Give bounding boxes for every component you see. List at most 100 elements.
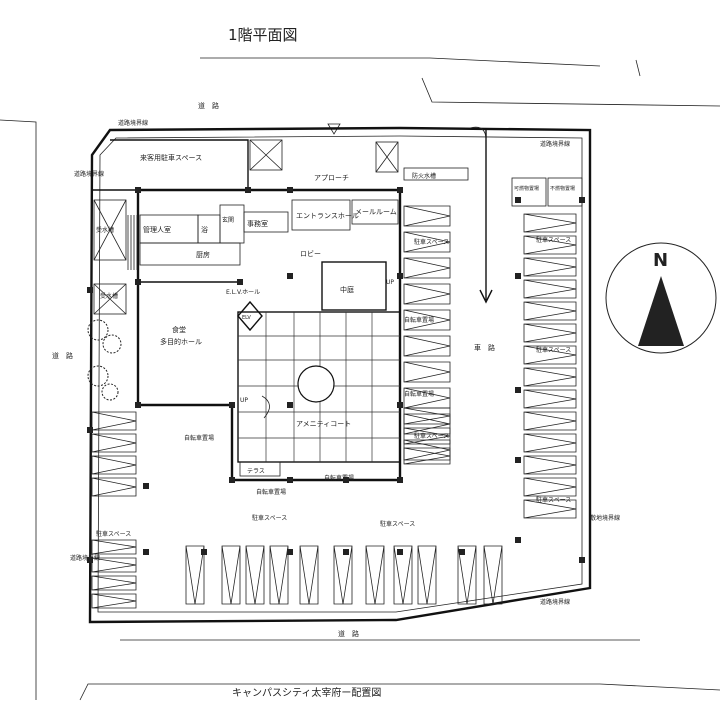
column-marker <box>201 549 207 555</box>
column-marker <box>135 187 141 193</box>
amenity-court-label: アメニティコート <box>296 420 351 428</box>
north-compass: N <box>605 242 717 354</box>
column-marker <box>343 477 349 483</box>
parking-stall <box>91 477 137 497</box>
column-marker <box>287 273 293 279</box>
parking-stall <box>403 283 451 305</box>
column-marker <box>287 477 293 483</box>
column-marker <box>397 549 403 555</box>
parking-stall <box>523 257 577 277</box>
parking-label-1: 駐車スペース <box>414 238 449 246</box>
elv-label: ELV <box>242 315 251 321</box>
parking-stall <box>403 361 451 383</box>
plan-title: 1階平面図 <box>228 26 298 44</box>
office-label: 事務室 <box>247 219 268 228</box>
parking-stall <box>403 407 451 425</box>
site-boundary-label: 敷地境界線 <box>590 514 620 522</box>
parking-stall <box>269 545 289 605</box>
parking-stall <box>333 545 353 605</box>
parking-label-5: 駐車スペース <box>536 496 571 504</box>
column-marker <box>515 537 521 543</box>
bath-label: 浴 <box>201 225 208 234</box>
parking-label-3: 駐車スペース <box>536 236 571 244</box>
kitchen-label: 厨房 <box>196 250 210 259</box>
parking-label-7: 駐車スペース <box>252 514 287 522</box>
bicycle-label-2: 自転車置場 <box>256 488 286 496</box>
bicycle-label-3: 自転車置場 <box>324 474 354 482</box>
top-road-line <box>200 57 601 67</box>
terrace-label: テラス <box>247 468 265 475</box>
parking-stall <box>523 367 577 387</box>
parking-stall <box>523 345 577 365</box>
parking-stall <box>523 389 577 409</box>
parking-stall <box>523 411 577 431</box>
water-tank-1-label: 受水槽 <box>96 226 114 234</box>
column-marker <box>579 197 585 203</box>
boundary-label-left: 道路境界線 <box>74 170 104 178</box>
bicycle-label-5: 自転車置場 <box>404 390 434 398</box>
parking-stall <box>523 323 577 343</box>
parking-stall <box>91 593 137 609</box>
column-marker <box>229 402 235 408</box>
parking-label-6: 駐車スペース <box>96 530 131 538</box>
elv-hall-label: E.L.V.ホール <box>226 289 260 296</box>
column-marker <box>579 557 585 563</box>
parking-stall <box>523 301 577 321</box>
top-road-edge <box>421 77 721 107</box>
guest-parking-label: 来客用駐車スペース <box>140 153 202 162</box>
column-marker <box>515 457 521 463</box>
parking-stall <box>523 279 577 299</box>
parking-label-2: 駐車スペース <box>414 432 449 440</box>
parking-stall <box>523 477 577 497</box>
parking-stall <box>523 455 577 475</box>
parking-stall <box>523 499 577 519</box>
column-marker <box>135 279 141 285</box>
parking-stall <box>393 545 413 605</box>
column-marker <box>87 557 93 563</box>
column-marker <box>287 187 293 193</box>
parking-stall <box>365 545 385 605</box>
column-marker <box>245 187 251 193</box>
lobby-label: ロビー <box>300 249 321 258</box>
left-road-line <box>0 119 37 700</box>
parking-stall <box>91 433 137 453</box>
parking-stall <box>185 545 205 605</box>
fire-tank-label: 防火水槽 <box>412 172 436 180</box>
parking-stall <box>221 545 241 605</box>
parking-stall <box>403 427 451 445</box>
water-tank-2-label: 受水槽 <box>100 292 118 300</box>
column-marker <box>135 402 141 408</box>
parking-stall <box>523 213 577 233</box>
column-marker <box>459 549 465 555</box>
boundary-label-top: 道路境界線 <box>118 119 148 127</box>
column-marker <box>343 549 349 555</box>
bicycle-label-4: 自転車置場 <box>404 316 434 324</box>
column-marker <box>143 483 149 489</box>
column-marker <box>397 273 403 279</box>
parking-stall <box>523 433 577 453</box>
burnable-garbage-label: 可燃物置場 <box>514 185 539 192</box>
parking-stall <box>299 545 319 605</box>
column-marker <box>237 279 243 285</box>
site-outline <box>88 126 592 624</box>
road-label-bottom: 道 路 <box>338 629 359 638</box>
column-marker <box>287 549 293 555</box>
parking-stall <box>91 411 137 431</box>
stair-hatch <box>127 215 138 270</box>
parking-stall <box>91 575 137 591</box>
dining-label: 食堂 <box>172 325 186 334</box>
boundary-label-bottom-left: 道路境界線 <box>70 554 100 562</box>
amenity-court-grid <box>237 311 401 463</box>
column-marker <box>515 273 521 279</box>
parking-stall <box>91 455 137 475</box>
up-label-1: UP <box>386 279 394 286</box>
bicycle-label-1: 自転車置場 <box>184 434 214 442</box>
nonburnable-garbage-label: 不燃物置場 <box>550 185 575 192</box>
multipurpose-label: 多目的ホール <box>160 337 202 346</box>
parking-label-4: 駐車スペース <box>536 346 571 354</box>
road-label-top: 道 路 <box>198 101 219 110</box>
parking-stall <box>403 447 451 465</box>
parking-stall <box>91 557 137 573</box>
parking-stall <box>403 205 451 227</box>
